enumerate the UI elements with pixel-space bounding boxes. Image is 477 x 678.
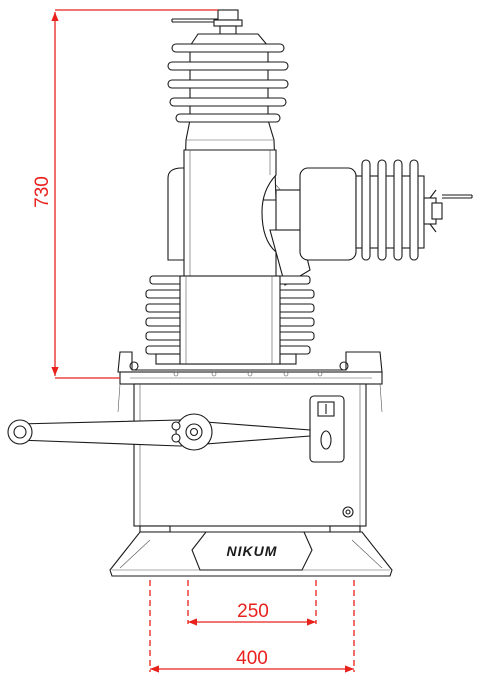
outer-width-value: 400: [236, 648, 268, 669]
lower-flange: [145, 275, 315, 365]
side-insulator: [275, 159, 473, 261]
height-value: 730: [32, 176, 53, 208]
brand-label: NIKUM: [227, 543, 278, 559]
mounting-plate: [117, 351, 383, 413]
inner-width-dimension: 250: [187, 580, 317, 626]
operating-handle[interactable]: [7, 413, 311, 451]
outer-width-dimension: 400: [149, 580, 355, 673]
top-terminal: [171, 9, 243, 35]
base-stand: [109, 531, 393, 577]
height-dimension: 730: [32, 9, 218, 379]
main-body: [167, 149, 311, 286]
mechanism-housing: [133, 383, 367, 533]
inner-width-value: 250: [237, 601, 269, 622]
